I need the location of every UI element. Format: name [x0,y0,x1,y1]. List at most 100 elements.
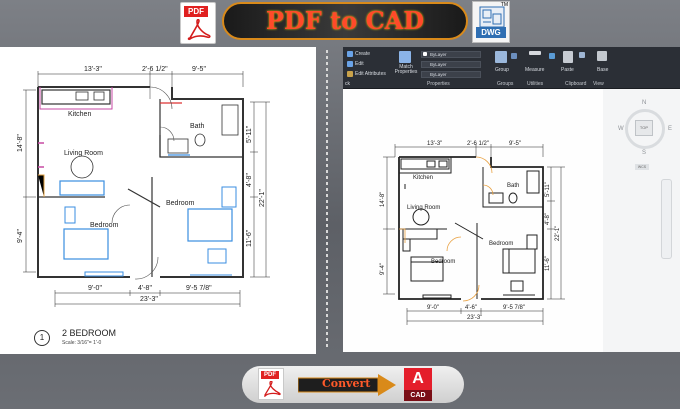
cad-dim-top-1: 13'-3" [427,141,442,147]
page-title: PDF to CAD [222,2,468,40]
ribbon-properties-group-label: Properties [427,81,450,87]
viewcube-south[interactable]: S [642,150,647,156]
pdf-dim-top-2: 2'-6 1/2" [142,66,168,73]
utility-calc-icon [549,53,555,59]
wcs-menu[interactable]: WCS [635,164,649,170]
ribbon-measure-button[interactable]: Measure [525,67,545,73]
cad-dim-bottom-1: 9'-0" [427,305,439,311]
cad-dim-bottom-2: 4'-6" [465,305,477,311]
cad-room-kitchen: Kitchen [413,175,433,181]
panel-divider [326,50,328,350]
color-swatch-icon [423,52,427,56]
convert-arrow-icon [298,374,396,396]
cad-dim-right-3: 22'-1" [555,226,561,241]
pdf-dim-right-4: 11'-6" [246,229,253,247]
paste-icon [563,51,573,63]
footer-pdf-label: PDF [261,371,279,379]
footer-pdf-icon: PDF [258,368,284,400]
viewcube-north[interactable]: N [642,100,647,106]
ribbon-edit-button[interactable]: Edit [355,61,364,67]
viewcube-west[interactable]: W [618,126,624,132]
title-block-number: 1 [34,330,50,346]
acrobat-swirl-icon [187,19,211,41]
pdf-room-bedroom-2: Bedroom [166,200,195,207]
cad-dim-labels: 13'-3" 2'-6 1/2" 9'-5" 14'-8" 9'-4" 5'-1… [380,141,561,321]
pdf-dim-bottom-3: 9'-5 7/8" [186,285,212,292]
ribbon-create-button[interactable]: Create [355,51,371,57]
pdf-room-bedroom-1: Bedroom [90,222,119,229]
dwg-file-icon: TM DWG [472,1,510,43]
title-block-title: 2 BEDROOM [62,328,117,338]
pdf-dim-top-3: 9'-5" [192,66,206,73]
trademark-mark: TM [500,2,508,8]
ribbon-groups-group-label: Groups [497,81,514,87]
cad-room-bedroom-1: Bedroom [431,259,455,265]
title-block-scale: Scale: 3/16"= 1'-0 [62,340,102,346]
linetype-dropdown[interactable]: ByLayer [421,61,481,68]
ribbon-base-button[interactable]: Base [597,67,609,73]
navigation-bar[interactable] [661,179,672,259]
pdf-dim-bottom-1: 9'-0" [88,285,102,292]
ribbon-edit-attributes-button[interactable]: Edit Attributes [355,71,386,77]
pdf-dim-left-2: 9'-4" [17,229,24,243]
pdf-dim-right-1: 5'-11" [246,125,253,143]
viewcube-compass-ring[interactable] [625,109,665,149]
pdf-room-living: Living Room [64,150,103,157]
cad-dim-left-2: 9'-4" [380,263,386,275]
pdf-dim-right-3: 22'-1" [259,189,266,207]
pdf-room-bath: Bath [190,123,205,130]
viewcube-east[interactable]: E [668,126,673,132]
color-dropdown[interactable]: ByLayer [421,51,481,58]
ribbon-utilities-group-label: Utilities [527,81,544,87]
viewcube-top-face[interactable]: TOP [635,120,653,136]
pdf-floor-plan-drawing [23,71,270,307]
cad-ribbon: Create Edit Edit Attributes ck Match Pro… [343,47,680,89]
edit-attributes-icon [347,71,353,77]
cad-dim-top-2: 2'-6 1/2" [467,141,489,147]
pdf-floor-plan-page: 13'-3" 2'-6 1/2" 9'-5" 14'-8" 9'-4" 5'-1… [0,47,316,354]
cad-dim-bottom-4: 23'-3" [467,315,482,321]
pdf-dim-bottom-4: 23'-3" [140,296,158,303]
cad-dim-right-4: 11'-6" [545,256,551,271]
cad-room-bath: Bath [507,183,519,189]
copy-clip-icon [579,52,585,58]
footer-acrobat-swirl-icon [264,381,281,397]
cad-dim-right-2: 4'-8" [545,213,551,225]
ribbon-paste-button[interactable]: Paste [561,67,574,73]
pdf-icon-label: PDF [184,6,208,17]
ungroup-icon [511,53,517,59]
convert-label: Convert [322,377,371,390]
pdf-dim-left-1: 14'-8" [17,134,24,152]
autocad-icon: A CAD [404,368,432,401]
base-view-icon [597,51,607,61]
dwg-drawing-icon [479,6,505,28]
convert-banner: PDF Convert A CAD [242,366,464,403]
ribbon-clipboard-group-label: Clipboard [565,81,587,87]
autocad-letter: A [404,368,432,390]
group-icon [495,51,507,63]
pdf-dim-bottom-2: 4'-8" [138,285,152,292]
cad-viewcube-panel: N W E S TOP WCS [603,89,680,352]
ribbon-block-group-label: ck [345,81,350,87]
ribbon-group-button[interactable]: Group [495,67,509,73]
pdf-dim-labels: 13'-3" 2'-6 1/2" 9'-5" 14'-8" 9'-4" 5'-1… [17,66,266,303]
ribbon-view-group-label: View [593,81,604,87]
cad-dim-bottom-3: 9'-5 7/8" [503,305,525,311]
pdf-dim-right-2: 4'-8" [246,173,253,187]
edit-block-icon [347,61,353,67]
dwg-icon-label: DWG [476,27,506,38]
autocad-label: CAD [404,390,432,401]
measure-icon [529,51,541,55]
match-properties-icon [399,51,411,63]
cad-dim-left-1: 14'-8" [380,192,386,207]
cad-room-bedroom-2: Bedroom [489,241,513,247]
cad-floor-plan-drawing [383,144,565,325]
create-block-icon [347,51,353,57]
pdf-dim-top-1: 13'-3" [84,66,102,73]
pdf-file-icon: PDF [180,2,216,44]
ribbon-match-properties-button[interactable]: Match Properties [394,64,418,75]
cad-dim-top-3: 9'-5" [509,141,521,147]
cad-dim-right-1: 5'-11" [545,182,551,197]
pdf-room-kitchen: Kitchen [68,111,91,118]
lineweight-dropdown[interactable]: ByLayer [421,71,481,78]
